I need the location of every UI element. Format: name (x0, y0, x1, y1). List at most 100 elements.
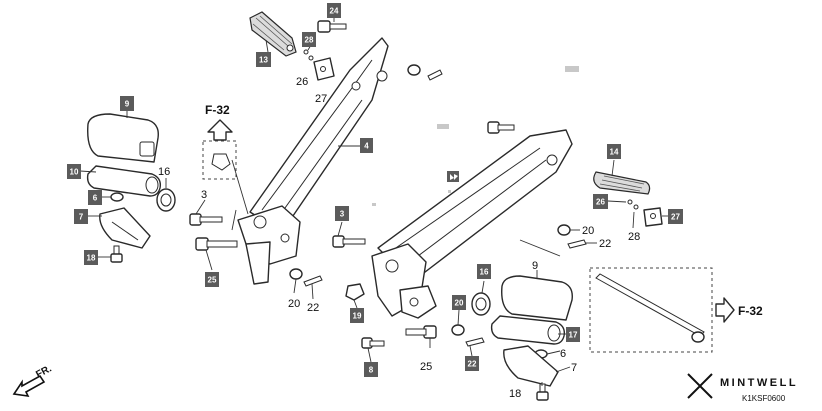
ref-f32-right-box (589, 267, 713, 353)
label-22-right-upper: 22 (599, 238, 611, 250)
callout-9-left: 9 (120, 96, 134, 111)
svg-text:22: 22 (468, 360, 477, 369)
right-bolt-3 (332, 235, 366, 248)
svg-text:20: 20 (455, 299, 464, 308)
label-9-right: 9 (532, 260, 538, 272)
small-bracket-27-right (627, 199, 663, 227)
left-footrest-bar (86, 165, 162, 197)
label-25-right: 25 (420, 361, 432, 373)
callout-24: 24 (327, 3, 341, 18)
left-footpeg (249, 11, 297, 57)
front-marker: FR. (12, 363, 54, 398)
ref-f32-left-label: F-32 (205, 103, 230, 117)
callout-25-left: 25 (205, 272, 219, 287)
ref-f32-left (202, 119, 237, 180)
left-footrest-rubber (87, 113, 159, 163)
front-direction-arrow-icon (12, 374, 46, 398)
stand-mark-icon (447, 171, 459, 182)
right-washer-20-lower (451, 324, 465, 336)
label-20-right-upper: 20 (582, 225, 594, 237)
right-washer-20-upper (557, 224, 571, 236)
right-bolt-25 (405, 325, 437, 339)
right-top-bolt (487, 121, 515, 134)
svg-text:27: 27 (671, 213, 680, 222)
label-27-left: 27 (315, 93, 327, 105)
left-bolt-18 (110, 245, 123, 263)
label-6-right: 6 (560, 348, 566, 360)
label-20-left: 20 (288, 298, 300, 310)
brand-name: MINTWELL (720, 377, 798, 389)
svg-text:7: 7 (79, 213, 84, 222)
svg-text:13: 13 (259, 56, 268, 65)
left-bolt-25 (195, 237, 238, 251)
left-top-washer-pin (407, 64, 443, 81)
svg-text:26: 26 (596, 198, 605, 207)
svg-text:6: 6 (93, 194, 98, 203)
callout-7-left: 7 (74, 209, 88, 224)
label-7-right: 7 (571, 362, 577, 374)
right-footrest-rubber (501, 275, 573, 321)
svg-text:24: 24 (330, 7, 339, 16)
callout-28-left: 28 (302, 32, 316, 47)
brand-block: MINTWELL K1KSF0600 (687, 373, 798, 403)
left-footpeg-bracket-arm (237, 37, 389, 285)
right-bolt-8 (361, 337, 385, 349)
bolt-24 (317, 20, 347, 33)
left-washer-20 (289, 268, 303, 280)
right-footpeg-bracket-arm (371, 129, 573, 319)
svg-text:10: 10 (70, 168, 79, 177)
svg-text:19: 19 (353, 312, 362, 321)
label-18-right: 18 (509, 388, 521, 400)
ref-f32-right-label: F-32 (738, 304, 763, 318)
svg-text:17: 17 (569, 331, 578, 340)
callout-3-right: 3 (335, 206, 349, 221)
left-washer-6 (110, 192, 124, 202)
svg-text:25: 25 (208, 276, 217, 285)
callout-6-left: 6 (88, 190, 102, 205)
svg-text:28: 28 (305, 36, 314, 45)
label-16-left: 16 (158, 166, 170, 178)
right-cotter-pin-22-upper (567, 239, 587, 249)
callout-27-right: 27 (668, 209, 683, 224)
label-3-left: 3 (201, 189, 207, 201)
right-footrest-holder (503, 345, 559, 387)
mintwell-logo-icon (687, 373, 713, 399)
right-footrest-bar (490, 315, 566, 345)
left-footrest-holder (99, 207, 151, 249)
label-26-left: 26 (296, 76, 308, 88)
up-outline-arrow-icon (207, 119, 233, 141)
callout-4: 4 (360, 138, 373, 153)
svg-text:3: 3 (340, 210, 345, 219)
right-footpeg (593, 171, 651, 195)
small-bracket-27-left (303, 49, 335, 81)
right-outline-arrow-icon (715, 297, 735, 323)
label-22-left: 22 (307, 302, 319, 314)
callout-22-right-lower: 22 (465, 356, 479, 371)
callout-19: 19 (350, 308, 364, 323)
callout-10: 10 (67, 164, 81, 179)
right-cotter-pin-22-lower (465, 337, 485, 347)
svg-text:9: 9 (125, 100, 130, 109)
svg-text:16: 16 (480, 268, 489, 277)
callout-8: 8 (364, 362, 378, 377)
callout-26-right: 26 (593, 194, 608, 209)
right-long-rod (595, 273, 705, 343)
svg-text:14: 14 (610, 148, 619, 157)
label-28-right: 28 (628, 231, 640, 243)
callout-18-left: 18 (84, 250, 98, 265)
callout-13: 13 (256, 52, 271, 67)
callout-14: 14 (607, 144, 621, 159)
background-specks (372, 66, 579, 206)
svg-text:18: 18 (87, 254, 96, 263)
diagram-code: K1KSF0600 (742, 394, 786, 403)
front-label: FR. (34, 363, 54, 380)
svg-text:4: 4 (364, 142, 369, 151)
right-nut-19 (345, 283, 365, 301)
callout-17: 17 (566, 327, 580, 342)
left-cotter-pin-22 (303, 275, 323, 287)
callout-16-right: 16 (477, 264, 491, 279)
right-bolt-18 (536, 383, 549, 401)
callout-20-right-lower: 20 (452, 295, 466, 310)
left-bolt-3 (189, 213, 223, 226)
